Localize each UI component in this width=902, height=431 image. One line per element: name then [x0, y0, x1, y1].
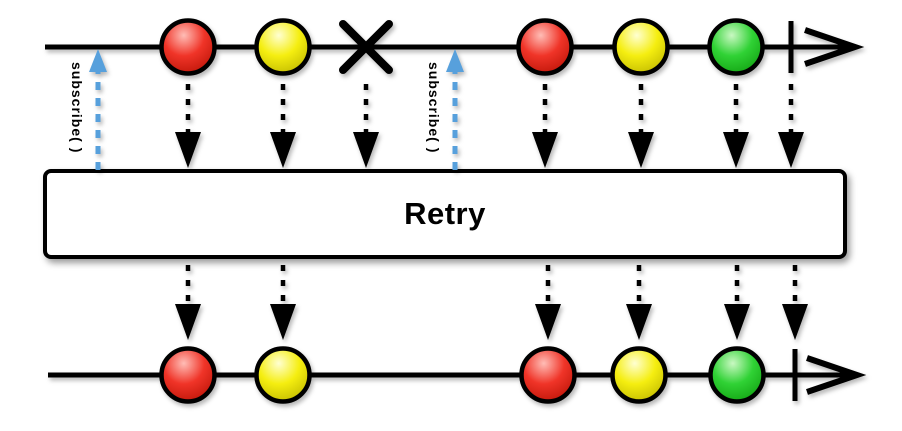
emission-arrow-into-operator-head-icon [175, 132, 201, 168]
result-timeline-arrowhead-icon [806, 355, 867, 395]
emission-arrow-out-of-operator-head-icon [626, 304, 652, 340]
emission-arrow-into-operator-head-icon [723, 132, 749, 168]
emission-arrow-out-of-operator-head-icon [724, 304, 750, 340]
result-marble-yellow [254, 346, 312, 404]
result-marble-yellow [610, 346, 668, 404]
source-marble-yellow [612, 18, 670, 76]
emission-arrow-out-of-operator-head-icon [270, 304, 296, 340]
operator-box: Retry [43, 169, 847, 259]
subscribe-label-1: subscribe( ) [69, 62, 85, 154]
emission-arrow-into-operator-head-icon [353, 132, 379, 168]
emission-arrow-out-of-operator-head-icon [535, 304, 561, 340]
source-marble-red [159, 18, 217, 76]
source-error-x-icon [339, 20, 393, 74]
emission-arrow-into-operator-head-icon [778, 132, 804, 168]
emission-arrow-out-of-operator-head-icon [782, 304, 808, 340]
source-marble-green [707, 18, 765, 76]
source-marble-red [516, 18, 574, 76]
subscribe-arrow-2-head-icon [446, 49, 464, 72]
result-marble-red [159, 346, 217, 404]
emission-arrow-into-operator-head-icon [270, 132, 296, 168]
result-marble-red [519, 346, 577, 404]
subscribe-label-2: subscribe( ) [426, 62, 442, 154]
emission-arrow-into-operator-head-icon [628, 132, 654, 168]
result-marble-green [708, 346, 766, 404]
operator-label: Retry [404, 196, 486, 231]
emission-arrow-into-operator-head-icon [532, 132, 558, 168]
source-marble-yellow [254, 18, 312, 76]
source-timeline-arrowhead-icon [804, 27, 865, 67]
emission-arrow-out-of-operator-head-icon [175, 304, 201, 340]
subscribe-arrow-1-head-icon [89, 49, 107, 72]
